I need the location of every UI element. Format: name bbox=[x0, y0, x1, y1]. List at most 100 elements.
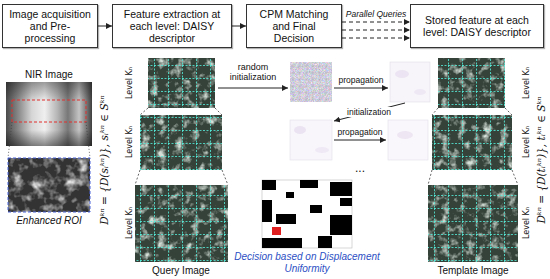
box-text: CPM Matching and Final Decision bbox=[251, 8, 337, 44]
math-label: Dᵏⁿ = {D(tᵢᵏⁿ)}, tᵢᵏⁿ ∈ Sᵏⁿ bbox=[535, 96, 547, 223]
process-box: Stored feature at each level: DAISY desc… bbox=[410, 4, 544, 48]
art-shape bbox=[390, 62, 430, 102]
art-shape bbox=[438, 58, 505, 108]
art-shape bbox=[135, 185, 228, 262]
art-shape bbox=[135, 170, 140, 185]
art-shape bbox=[148, 58, 215, 108]
art-shape bbox=[340, 198, 352, 206]
art-shape bbox=[148, 58, 215, 108]
art-shape bbox=[262, 180, 352, 248]
flow-arrows bbox=[218, 88, 405, 140]
art-shape bbox=[6, 82, 92, 146]
level-label: Level Kₙ bbox=[125, 207, 134, 239]
art-shape bbox=[432, 108, 438, 115]
art-shape bbox=[294, 126, 306, 134]
art-shape bbox=[86, 122, 90, 158]
art-shape bbox=[300, 180, 318, 188]
arrow-label: random initialization bbox=[220, 62, 286, 82]
art-shape bbox=[334, 103, 405, 121]
art-shape bbox=[135, 108, 228, 185]
art-shape bbox=[262, 180, 352, 248]
process-box: CPM Matching and Final Decision bbox=[246, 4, 342, 48]
art-shape bbox=[428, 108, 518, 185]
art-shape bbox=[290, 62, 332, 102]
arrow-label: propagation bbox=[332, 127, 388, 137]
ellipsis: ... bbox=[345, 161, 375, 175]
art-shape bbox=[428, 185, 518, 262]
level-label: Level Kₙ bbox=[522, 126, 531, 158]
art-shape bbox=[6, 82, 92, 146]
art-shape bbox=[140, 115, 222, 170]
art-shape bbox=[140, 108, 148, 115]
decision-map bbox=[262, 180, 352, 248]
art-shape bbox=[272, 227, 281, 235]
box-text: Feature extraction at each level: DAISY … bbox=[117, 8, 227, 44]
flow-arrow bbox=[98, 26, 112, 27]
art-shape bbox=[315, 147, 329, 153]
art-shape bbox=[12, 100, 86, 122]
art-shape bbox=[135, 185, 228, 262]
art-shape bbox=[428, 185, 518, 262]
flow-arrow bbox=[342, 30, 410, 31]
art-shape bbox=[262, 200, 272, 222]
art-shape bbox=[428, 170, 432, 185]
art-shape bbox=[135, 185, 228, 262]
art-shape bbox=[432, 115, 512, 170]
arrow-label: initialization bbox=[345, 107, 393, 117]
art-shape bbox=[512, 170, 518, 185]
art-shape bbox=[334, 140, 386, 141]
art-shape bbox=[290, 120, 332, 160]
art-shape bbox=[432, 115, 512, 170]
level-label: Level Kₙ bbox=[522, 207, 531, 239]
enhanced-roi-image bbox=[8, 158, 90, 212]
art-shape bbox=[330, 182, 352, 196]
art-shape bbox=[318, 236, 332, 248]
art-shape bbox=[334, 88, 388, 89]
box-text: Stored feature at each level: DAISY desc… bbox=[415, 14, 539, 38]
template-pyramid bbox=[428, 58, 518, 262]
query-pyramid bbox=[135, 58, 228, 262]
art-shape bbox=[8, 158, 90, 212]
level-label: Level Kₙ bbox=[522, 67, 531, 99]
process-box: Image acquisition and Pre-processing bbox=[2, 4, 98, 48]
process-box: Feature extraction at each level: DAISY … bbox=[112, 4, 232, 48]
art-shape bbox=[148, 58, 215, 108]
art-shape bbox=[428, 185, 518, 262]
flow-fields bbox=[290, 62, 430, 160]
art-shape bbox=[395, 70, 409, 78]
art-shape bbox=[438, 58, 505, 108]
art-shape bbox=[140, 115, 222, 170]
image-caption: Enhanced ROI bbox=[6, 215, 92, 227]
zoom-lines bbox=[8, 122, 90, 158]
math-label: Dᵏⁿ = {D(sᵢᵏⁿ)}, sᵢᵏⁿ ∈ Sᵏⁿ bbox=[98, 95, 110, 225]
art-shape bbox=[8, 158, 90, 212]
art-shape bbox=[388, 120, 428, 160]
image-caption: Query Image bbox=[136, 265, 226, 277]
flow-arrow bbox=[342, 38, 410, 39]
level-label: Level Kₙ bbox=[125, 126, 134, 158]
art-shape bbox=[330, 215, 352, 235]
art-shape bbox=[218, 88, 288, 89]
art-shape bbox=[215, 108, 222, 115]
art-shape bbox=[140, 115, 222, 170]
level-label: Level Kₙ bbox=[125, 67, 134, 99]
art-shape bbox=[8, 158, 90, 212]
art-shape bbox=[438, 58, 505, 108]
arrow-label: propagation bbox=[333, 75, 389, 85]
art-shape bbox=[8, 122, 12, 158]
art-shape bbox=[432, 115, 512, 170]
art-shape bbox=[397, 131, 413, 139]
art-shape bbox=[222, 170, 228, 185]
decision-caption: Decision based on Displacement Uniformit… bbox=[232, 251, 382, 275]
art-shape bbox=[262, 180, 276, 190]
art-shape bbox=[505, 108, 512, 115]
edge-label: Parallel Queries bbox=[342, 9, 410, 19]
art-shape bbox=[310, 205, 322, 213]
nir-image bbox=[6, 82, 92, 146]
flow-arrow bbox=[342, 22, 410, 23]
art-shape bbox=[262, 238, 302, 248]
art-shape bbox=[286, 192, 294, 198]
flow-arrow bbox=[232, 26, 246, 27]
image-caption: Template Image bbox=[428, 265, 518, 277]
